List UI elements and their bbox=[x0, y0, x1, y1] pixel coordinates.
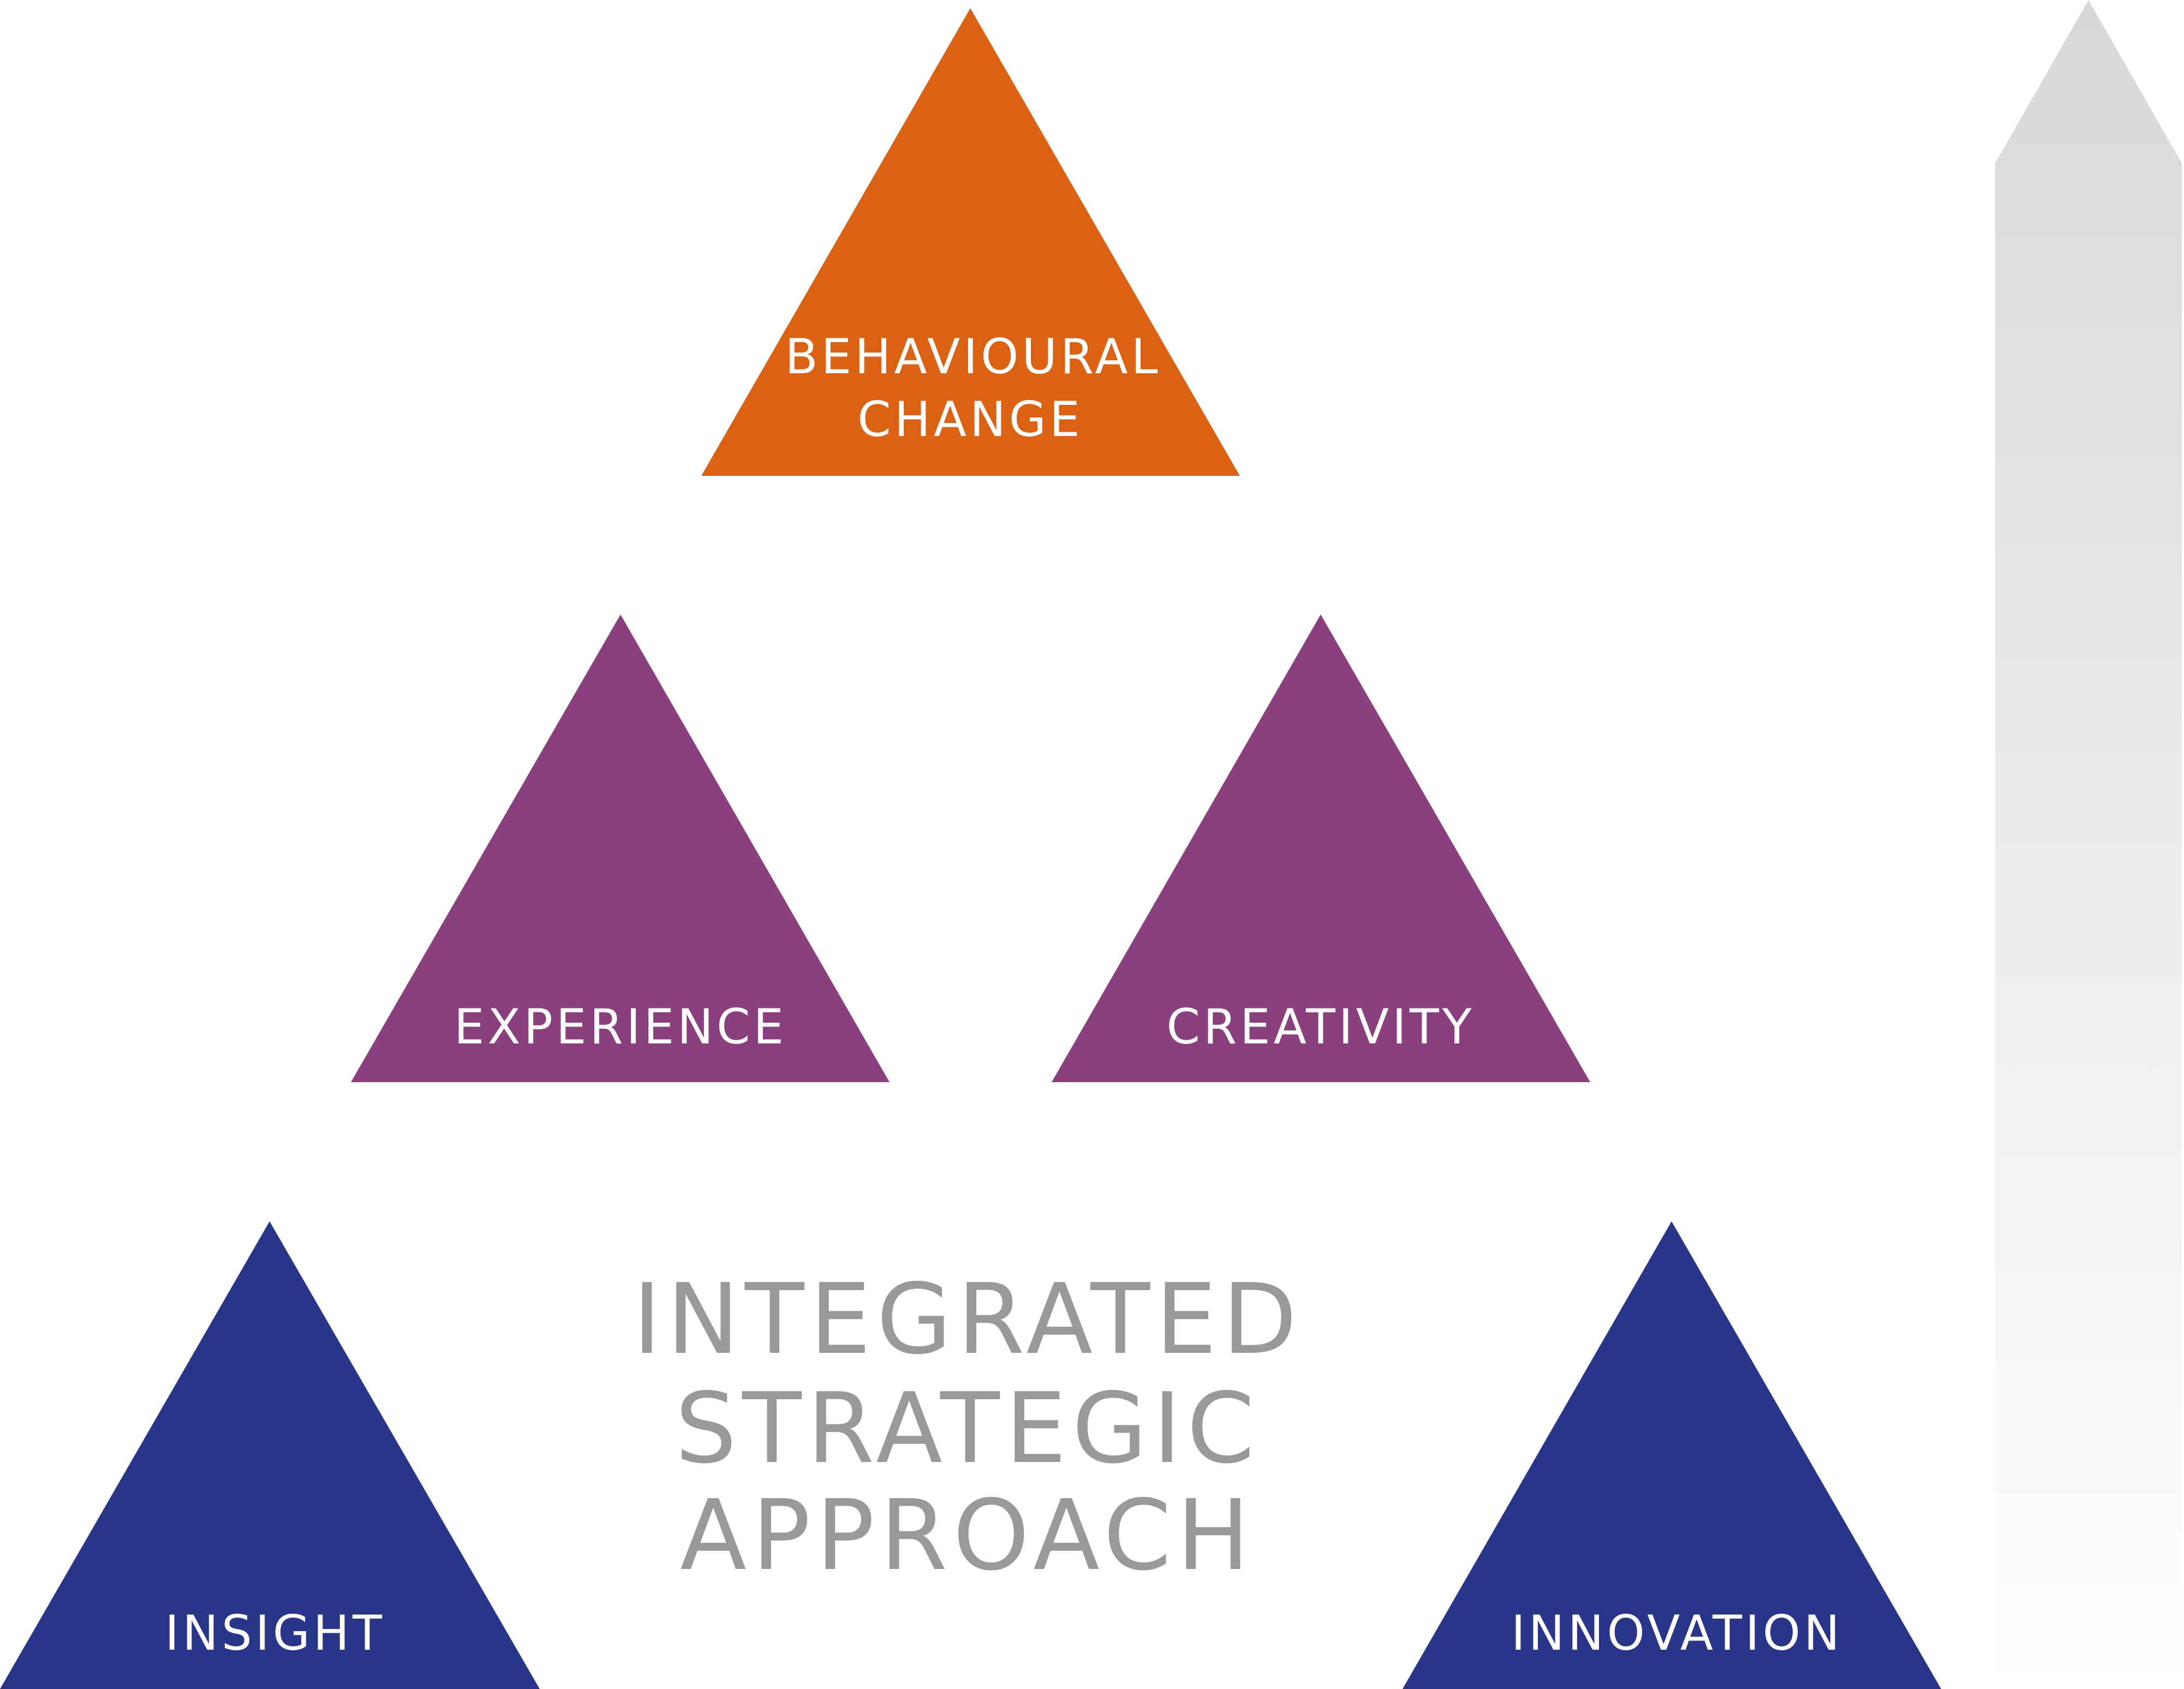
center-title-line2: STRATEGIC bbox=[675, 1372, 1260, 1485]
triangle-insight-shape bbox=[0, 1221, 540, 1689]
triangle-experience-shape bbox=[351, 614, 890, 1082]
triangle-creativity-label: CREATIVITY bbox=[1167, 999, 1475, 1055]
center-title-line1: INTEGRATED bbox=[632, 1263, 1302, 1376]
triangle-insight: INSIGHT bbox=[0, 1221, 540, 1689]
triangle-behavioural-change: BEHAVIOURAL CHANGE bbox=[701, 8, 1240, 476]
triangle-innovation: INNOVATION bbox=[1403, 1221, 1941, 1689]
center-title: INTEGRATED STRATEGIC APPROACH bbox=[632, 1263, 1302, 1592]
triangle-behavioural-change-shape bbox=[701, 8, 1240, 476]
triangle-behavioural-change-label-line1: BEHAVIOURAL bbox=[785, 329, 1161, 385]
triangle-experience-label: EXPERIENCE bbox=[454, 999, 787, 1055]
triangle-creativity-shape bbox=[1052, 614, 1590, 1082]
triangle-insight-label: INSIGHT bbox=[165, 1605, 385, 1661]
triangle-innovation-label: INNOVATION bbox=[1511, 1605, 1843, 1661]
triangle-creativity: CREATIVITY bbox=[1052, 614, 1590, 1082]
triangle-experience: EXPERIENCE bbox=[351, 614, 890, 1082]
center-title-line3: APPROACH bbox=[680, 1479, 1255, 1592]
triangle-behavioural-change-label-line2: CHANGE bbox=[857, 391, 1083, 447]
triangle-innovation-shape bbox=[1403, 1221, 1941, 1689]
upward-arrow bbox=[1995, 0, 2182, 1689]
